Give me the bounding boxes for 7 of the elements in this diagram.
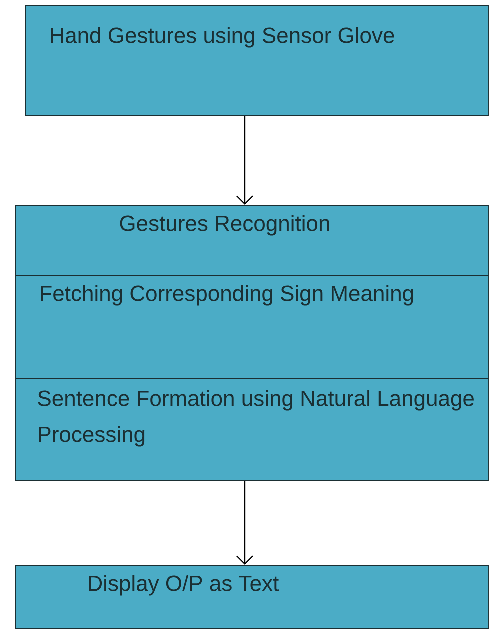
process-box: Hand Gestures using Sensor Glove bbox=[25, 5, 489, 116]
arrow bbox=[236, 116, 254, 205]
arrow bbox=[236, 481, 254, 565]
process-box: Sentence Formation using Natural Language Processing bbox=[15, 378, 489, 482]
process-box: Gestures Recognition bbox=[15, 205, 489, 276]
process-box: Display O/P as Text bbox=[15, 565, 489, 630]
process-box: Fetching Corresponding Sign Meaning bbox=[15, 275, 489, 380]
